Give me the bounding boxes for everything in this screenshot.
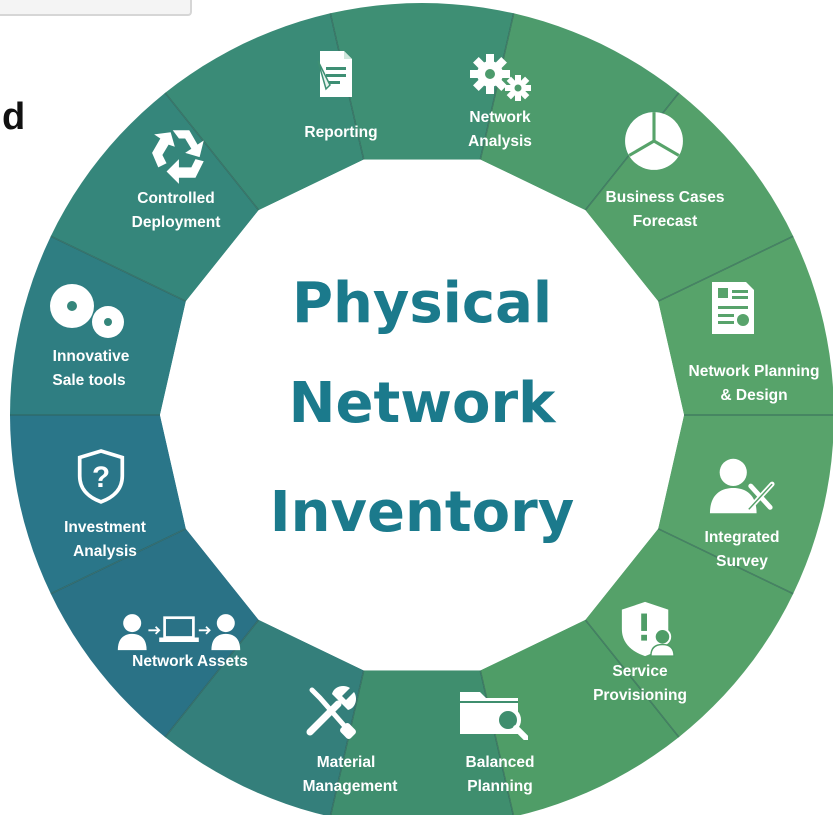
segment-label: Integrated [705, 529, 780, 546]
center-title-line-3: Inventory [270, 480, 574, 545]
segment-label: Management [303, 778, 398, 795]
segment-ring [10, 3, 833, 815]
segment-label: Reporting [304, 124, 377, 141]
segment-label: Innovative [53, 348, 130, 365]
segment-divider [164, 619, 260, 738]
segment-material-management[interactable]: Material Management [303, 686, 398, 795]
segment-service-provisioning[interactable]: Service Provisioning [593, 600, 687, 704]
segment-divider [50, 527, 187, 595]
segment-label: Material [317, 754, 376, 771]
ring-segment [585, 92, 794, 302]
segment-label: Network [469, 109, 531, 126]
ring-segment [585, 528, 794, 738]
segment-controlled-deployment[interactable]: Controlled Deployment [132, 130, 221, 231]
top-edge-artifact [0, 0, 192, 16]
segment-label: Sale tools [52, 372, 125, 389]
segment-label: Deployment [132, 214, 221, 231]
segment-label: Balanced [466, 754, 535, 771]
ring-segment [480, 619, 679, 815]
center-title: Physical Network Inventory [270, 271, 574, 545]
segment-network-assets[interactable]: Network Assets [116, 612, 248, 670]
center-title-line-2: Network [289, 371, 557, 436]
segment-divider [657, 527, 794, 595]
segment-label: Survey [716, 553, 768, 570]
segment-dividers [10, 13, 833, 815]
center-disc [160, 159, 684, 671]
segment-divider [584, 619, 680, 738]
report-document-icon [317, 50, 353, 98]
segment-label: Provisioning [593, 687, 687, 704]
segment-label: Service [612, 663, 668, 680]
segment-divider [50, 235, 187, 303]
segment-network-analysis[interactable]: Network Analysis [468, 54, 532, 150]
segment-reporting[interactable]: Reporting [304, 50, 378, 141]
segment-label: & Design [720, 387, 787, 404]
ring-segment [50, 528, 259, 738]
dashboard-document-icon [712, 282, 754, 334]
segment-label: Business Cases [606, 189, 725, 206]
segment-label: Investment [64, 519, 146, 536]
segment-network-planning-design[interactable]: Network Planning & Design [689, 282, 820, 404]
center-title-line-1: Physical [292, 271, 552, 336]
ring-segment [50, 92, 259, 302]
segment-label: Planning [467, 778, 532, 795]
segment-integrated-survey[interactable]: Integrated Survey [705, 459, 780, 570]
ring-segment [480, 13, 679, 211]
ring-segment [165, 619, 364, 815]
segment-divider [479, 670, 515, 815]
segment-divider [329, 670, 365, 815]
segment-balanced-planning[interactable]: Balanced Planning [460, 692, 534, 795]
ring-segment [165, 13, 364, 211]
pie-chart-icon [623, 110, 685, 172]
segment-investment-analysis[interactable]: Investment Analysis [64, 449, 146, 560]
segment-label: Analysis [468, 133, 532, 150]
segment-business-cases-forecast[interactable]: Business Cases Forecast [606, 110, 725, 230]
segment-divider [164, 92, 260, 211]
ring-segment [330, 3, 514, 160]
segment-divider [657, 235, 794, 303]
segment-innovative-sale-tools[interactable]: Innovative Sale tools [50, 284, 130, 389]
folder-search-icon [460, 692, 526, 738]
segment-label: Network Assets [132, 653, 248, 670]
segment-label: Forecast [633, 213, 698, 230]
segment-label: Network Planning [689, 363, 820, 380]
segment-label: Analysis [73, 543, 137, 560]
segment-label: Controlled [137, 190, 215, 207]
left-text-fragment: d [2, 96, 26, 138]
